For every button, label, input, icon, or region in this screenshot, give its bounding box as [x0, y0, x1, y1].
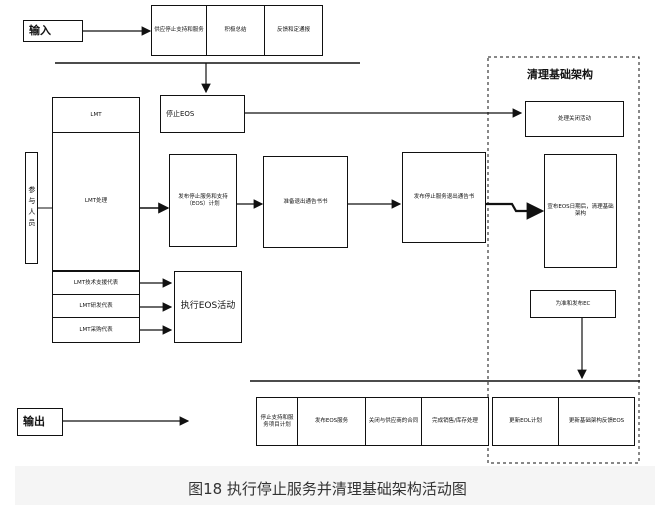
publish-eos-text: 发布停止服务和支持（EOS）计划 — [178, 193, 228, 207]
execute-eos-box: 执行EOS活动 — [174, 271, 242, 343]
publish-ec-box: 为准和发布EC — [530, 290, 616, 318]
input-box-3: 反馈和定通报 — [264, 5, 323, 56]
output-box-2-text: 发布EOS服务 — [314, 418, 349, 425]
publish-eos-box: 发布停止服务和支持（EOS）计划 — [169, 154, 237, 247]
input-box-1: 供应停止支持和服务 — [151, 5, 207, 56]
output-box-2: 发布EOS服务 — [297, 397, 366, 446]
input-box-2: 积极总结 — [206, 5, 265, 56]
input-box-2-text: 积极总结 — [224, 27, 247, 34]
announce-eos-box: 宣布EOS日期后，清理基础架构 — [544, 154, 617, 268]
announce-eos-text: 宣布EOS日期后，清理基础架构 — [547, 204, 614, 217]
prepare-notice-box: 准备退出通告书书 — [263, 156, 348, 248]
release-notice-text: 发布停止服务退出通告书 — [413, 194, 475, 201]
lmt-role-3-text: LMT采购代表 — [79, 326, 113, 333]
prepare-notice-text: 准备退出通告书书 — [283, 198, 328, 205]
input-label-text: 输入 — [29, 24, 51, 38]
lmt-role-3: LMT采购代表 — [52, 317, 140, 343]
stop-eos-box: 停止EOS — [160, 95, 245, 133]
lmt-role-1-text: LMT技术支援代表 — [73, 279, 119, 286]
lmt-role-2: LMT研发代表 — [52, 294, 140, 318]
input-label: 输入 — [23, 20, 83, 42]
stop-eos-text: 停止EOS — [166, 109, 195, 118]
lmt-header-text: LMT — [90, 111, 102, 118]
input-box-3-text: 反馈和定通报 — [276, 27, 310, 34]
handle-closure-box: 处理关闭活动 — [525, 101, 624, 137]
output-label-text: 输出 — [23, 415, 45, 429]
input-box-1-text: 供应停止支持和服务 — [154, 27, 204, 34]
output-label: 输出 — [17, 408, 63, 436]
release-notice-box: 发布停止服务退出通告书 — [402, 152, 486, 243]
lmt-role-1: LMT技术支援代表 — [52, 271, 140, 295]
caption-background — [15, 466, 655, 505]
output-box-4-text: 完成销售/库存处理 — [432, 418, 478, 425]
region-title: 清理基础架构 — [527, 68, 593, 81]
participants-text: 参与人员 — [27, 186, 36, 230]
participants-box: 参与人员 — [25, 152, 38, 264]
output-box-1: 停止支持和服务项目计划 — [256, 397, 298, 446]
publish-ec-text: 为准和发布EC — [555, 300, 591, 307]
lmt-process-box: LMT处理 — [52, 132, 140, 271]
output-box-3-text: 关闭与供应商的合同 — [368, 418, 419, 425]
lmt-process-text: LMT处理 — [84, 198, 108, 205]
output-box-4: 完成销售/库存处理 — [421, 397, 489, 446]
output-box-5-text: 更新EOL计划 — [509, 418, 542, 425]
output-box-1-text: 停止支持和服务项目计划 — [260, 414, 294, 428]
output-box-3: 关闭与供应商的合同 — [365, 397, 422, 446]
output-box-6-text: 更新基础架构反馈EOS — [568, 418, 625, 425]
lmt-header-box: LMT — [52, 97, 140, 133]
output-box-6: 更新基础架构反馈EOS — [558, 397, 635, 446]
handle-closure-text: 处理关闭活动 — [557, 115, 591, 122]
figure-caption: 图18 执行停止服务并清理基础架构活动图 — [188, 480, 467, 498]
output-box-5: 更新EOL计划 — [492, 397, 559, 446]
lmt-role-2-text: LMT研发代表 — [79, 302, 113, 309]
execute-eos-text: 执行EOS活动 — [180, 301, 236, 312]
